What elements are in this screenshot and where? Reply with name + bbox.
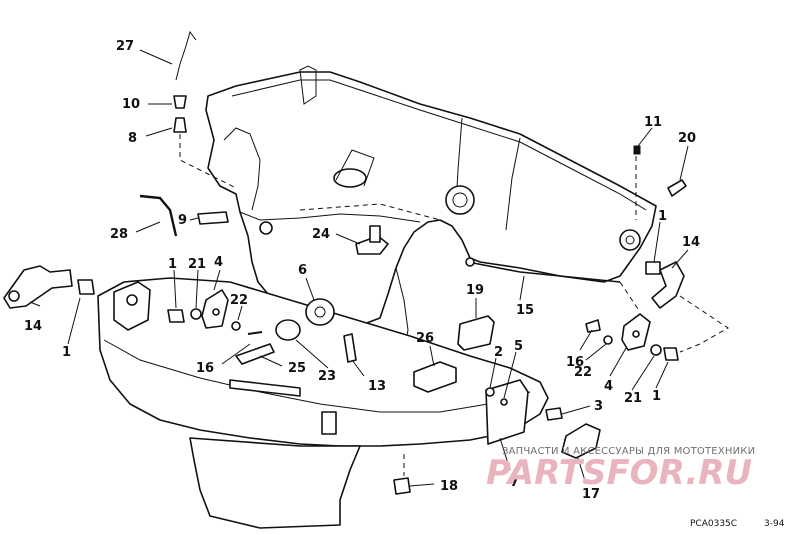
part-16-screw-right: [585, 319, 601, 333]
callout-1-right-upper: 1: [658, 209, 667, 224]
part-27-link-rod: [175, 30, 197, 81]
alignment-lines: [179, 134, 729, 476]
part-1-nut-right-top: [645, 261, 661, 275]
leader-lines: [29, 49, 689, 487]
part-6-mount: [305, 298, 335, 326]
part-22-washer-right: [603, 335, 613, 345]
callout-1-left-upper: 1: [168, 257, 177, 272]
part-18-fitting: [393, 477, 411, 495]
part-1-nut-left-2: [167, 309, 185, 323]
part-8-clip: [173, 117, 187, 133]
part-11-screw: [633, 145, 641, 155]
callout-8: 8: [128, 131, 137, 146]
callout-21-right: 21: [624, 391, 642, 406]
callout-14-left: 14: [24, 319, 42, 334]
part-17-pad: [561, 423, 601, 459]
callout-6: 6: [298, 263, 307, 278]
figure-code: PCA0335C: [690, 519, 737, 529]
part-28-rod: [139, 194, 178, 237]
figure-date: 3-94: [764, 519, 785, 529]
small-parts: [3, 30, 687, 495]
part-1-nut-left: [77, 279, 95, 295]
part-2-washer: [485, 387, 495, 397]
callout-9: 9: [178, 213, 187, 228]
callout-1-left-lower: 1: [62, 345, 71, 360]
watermark: ЗАПЧАСТИ И АКСЕССУАРЫ ДЛЯ МОТОТЕХНИКИ PA…: [486, 446, 755, 493]
callout-16-left: 16: [196, 361, 214, 376]
part-26-block: [413, 361, 457, 393]
callout-4-left: 4: [214, 255, 223, 270]
callout-27: 27: [116, 39, 134, 54]
callout-19: 19: [466, 283, 484, 298]
callout-10: 10: [122, 97, 140, 112]
callout-11: 11: [644, 115, 662, 130]
part-20-bolt: [667, 179, 687, 197]
callout-20: 20: [678, 131, 696, 146]
part-14-latch-handle-right: [651, 261, 685, 309]
callout-7: 7: [510, 475, 519, 490]
upper-cowl: [205, 65, 657, 353]
part-21-washer-right: [650, 344, 662, 356]
callout-16-right: 16: [566, 355, 584, 370]
callout-labels: 27 10 8 28 9 14 1 1 21 4 22 16 25 23 6 2…: [24, 39, 700, 502]
callout-4-right: 4: [604, 379, 613, 394]
callout-24: 24: [312, 227, 330, 242]
part-5-screw: [500, 398, 508, 406]
part-25-stud: [235, 343, 275, 365]
callout-25: 25: [288, 361, 306, 376]
part-13-pin: [343, 333, 357, 363]
part-15-rod: [467, 261, 621, 283]
part-9-pad: [197, 211, 229, 225]
callout-2: 2: [494, 345, 503, 360]
callout-5: 5: [514, 339, 523, 354]
callout-26: 26: [416, 331, 434, 346]
part-14-latch-handle-left: [3, 265, 73, 309]
callout-21-left: 21: [188, 257, 206, 272]
part-22-washer-left: [231, 321, 241, 331]
callout-23: 23: [318, 369, 336, 384]
callout-17: 17: [582, 487, 600, 502]
callout-28: 28: [110, 227, 128, 242]
part-1-nut-right: [663, 347, 679, 361]
watermark-brand: PARTSFOR.RU: [486, 453, 752, 493]
callout-3: 3: [594, 399, 603, 414]
callout-15: 15: [516, 303, 534, 318]
callout-1-right-lower: 1: [652, 389, 661, 404]
callout-13: 13: [368, 379, 386, 394]
callout-22-right: 22: [574, 365, 592, 380]
part-23-washer: [275, 319, 301, 341]
part-21-washer-left: [190, 308, 202, 320]
part-10-grommet: [173, 95, 187, 109]
callout-18: 18: [440, 479, 458, 494]
part-3-screw: [545, 407, 563, 421]
watermark-caption: ЗАПЧАСТИ И АКСЕССУАРЫ ДЛЯ МОТОТЕХНИКИ: [502, 446, 755, 457]
part-19-bracket: [457, 315, 495, 351]
callout-14-right: 14: [682, 235, 700, 250]
part-16-screw-left: [247, 331, 263, 335]
callout-22-left: 22: [230, 293, 248, 308]
